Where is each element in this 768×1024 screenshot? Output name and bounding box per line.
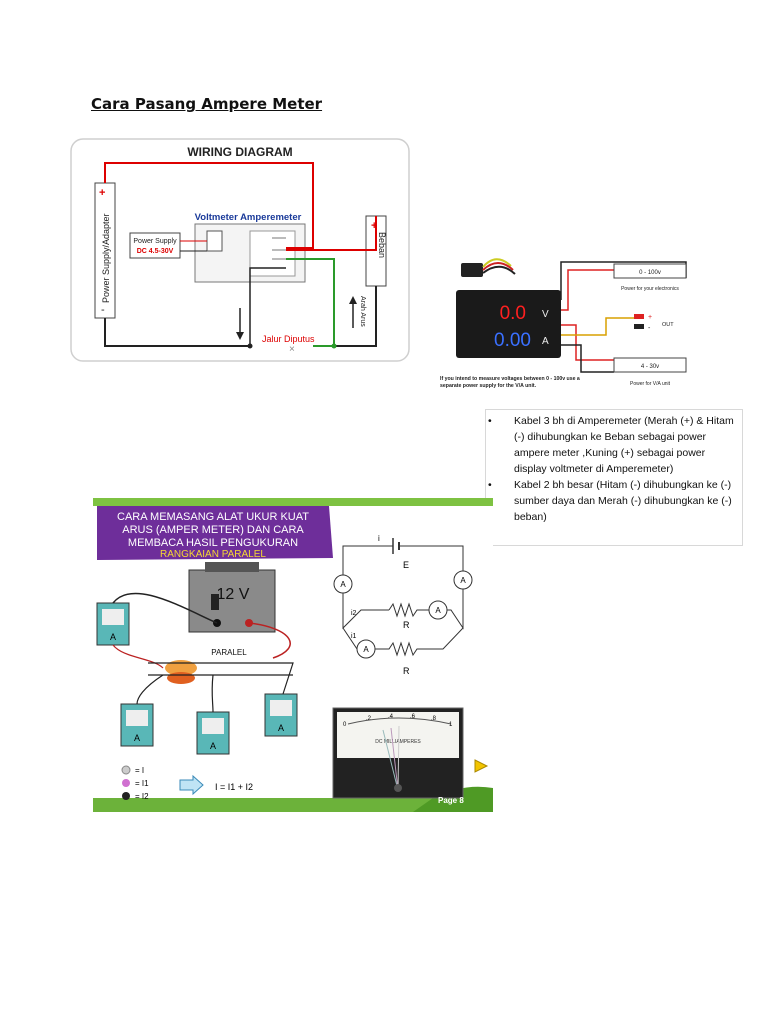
bullet-item: Kabel 3 bh di Amperemeter (Merah (+) & H… <box>488 413 734 477</box>
svg-text:A: A <box>134 733 140 743</box>
svg-text:A: A <box>435 606 441 615</box>
paralel-slide: CARA MEMASANG ALAT UKUR KUAT ARUS (AMPER… <box>93 498 493 812</box>
out-plus: + <box>648 314 652 321</box>
paralel-label: PARALEL <box>211 648 247 657</box>
scale-tick: .2 <box>366 716 372 722</box>
adapter-plus: + <box>99 187 105 199</box>
amp-reading: 0.00 <box>494 330 531 351</box>
ammeter: A <box>196 711 230 755</box>
source-label: E <box>403 560 409 570</box>
adapter-minus: - <box>101 304 105 316</box>
legend-i1: = I1 <box>135 779 149 788</box>
module-label: Voltmeter Amperemeter <box>195 212 302 223</box>
amp-unit: A <box>542 336 549 347</box>
volt-reading: 0.0 <box>500 303 526 324</box>
svg-text:A: A <box>363 645 369 654</box>
legend-i: = I <box>135 766 144 775</box>
ammeter: A <box>264 693 298 737</box>
banner-line3: MEMBACA HASIL PENGUKURAN <box>128 537 298 549</box>
slide-subtitle: RANGKAIAN PARALEL <box>160 549 266 560</box>
legend-i2: = I2 <box>135 792 149 801</box>
adapter-label: Power Supply/Adapter <box>101 213 111 303</box>
analog-ammeter-photo: 0 .2 .4 .6 .8 1 DC MILLIAMPERES <box>332 707 464 799</box>
supply-voltage: 12 V <box>217 586 250 603</box>
psu-bottom-note: Power for V/A unit <box>630 381 671 387</box>
scale-tick: 1 <box>449 722 453 728</box>
psu-range: DC 4.5-30V <box>137 248 174 255</box>
page-title: Cara Pasang Ampere Meter <box>91 95 323 113</box>
voltammeter-display <box>456 290 561 358</box>
psu-top-note: Power for your electronics <box>621 286 679 292</box>
svg-text:A: A <box>110 632 116 642</box>
module-wiring-photo: 0.0 V 0.00 A 0 - 100v Power for your ele… <box>436 240 706 408</box>
current-i1: i1 <box>351 633 357 640</box>
current-i2: i2 <box>351 610 357 617</box>
load-plus: + <box>371 220 377 232</box>
out-minus: - <box>648 325 651 332</box>
psu-bottom-range: 4 - 30v <box>641 364 659 370</box>
svg-text:R: R <box>403 666 410 676</box>
resistor-label: R <box>403 620 410 630</box>
volt-unit: V <box>542 309 549 320</box>
formula: I = I1 + I2 <box>215 782 253 792</box>
psu-label: Power Supply <box>133 238 177 245</box>
wiring-heading: WIRING DIAGRAM <box>187 145 292 159</box>
load-label: Beban <box>377 232 387 258</box>
ammeter: A <box>96 602 130 646</box>
wiring-diagram: WIRING DIAGRAM Power Supply/Adapter + - … <box>70 138 410 362</box>
photo-caption: If you intend to measure voltages betwee… <box>440 376 580 389</box>
svg-text:A: A <box>460 576 466 585</box>
ammeter: A <box>120 703 154 747</box>
svg-text:A: A <box>278 723 284 733</box>
psu-top-range: 0 - 100v <box>639 270 661 276</box>
out-label: OUT <box>662 322 674 328</box>
svg-text:×: × <box>289 344 295 355</box>
scale-tick: .4 <box>388 714 394 720</box>
svg-text:A: A <box>340 580 346 589</box>
scale-tick: 0 <box>343 722 347 728</box>
scale-tick: .8 <box>431 716 437 722</box>
svg-text:A: A <box>210 741 216 751</box>
bullet-notes: Kabel 3 bh di Amperemeter (Merah (+) & H… <box>485 409 743 546</box>
cut-label: Jalur Diputus <box>262 334 315 344</box>
arus-label: Arah Arus <box>359 296 366 327</box>
banner-line2: ARUS (AMPER METER) DAN CARA <box>122 524 304 536</box>
circuit-schematic: E i A A A R i2 i1 A R <box>333 534 473 676</box>
current-i: i <box>378 534 380 543</box>
bullet-item: Kabel 2 bh besar (Hitam (-) dihubungkan … <box>488 477 734 525</box>
banner-line1: CARA MEMASANG ALAT UKUR KUAT <box>117 511 309 523</box>
page-label: Page 8 <box>438 796 464 805</box>
scale-tick: .6 <box>410 714 416 720</box>
